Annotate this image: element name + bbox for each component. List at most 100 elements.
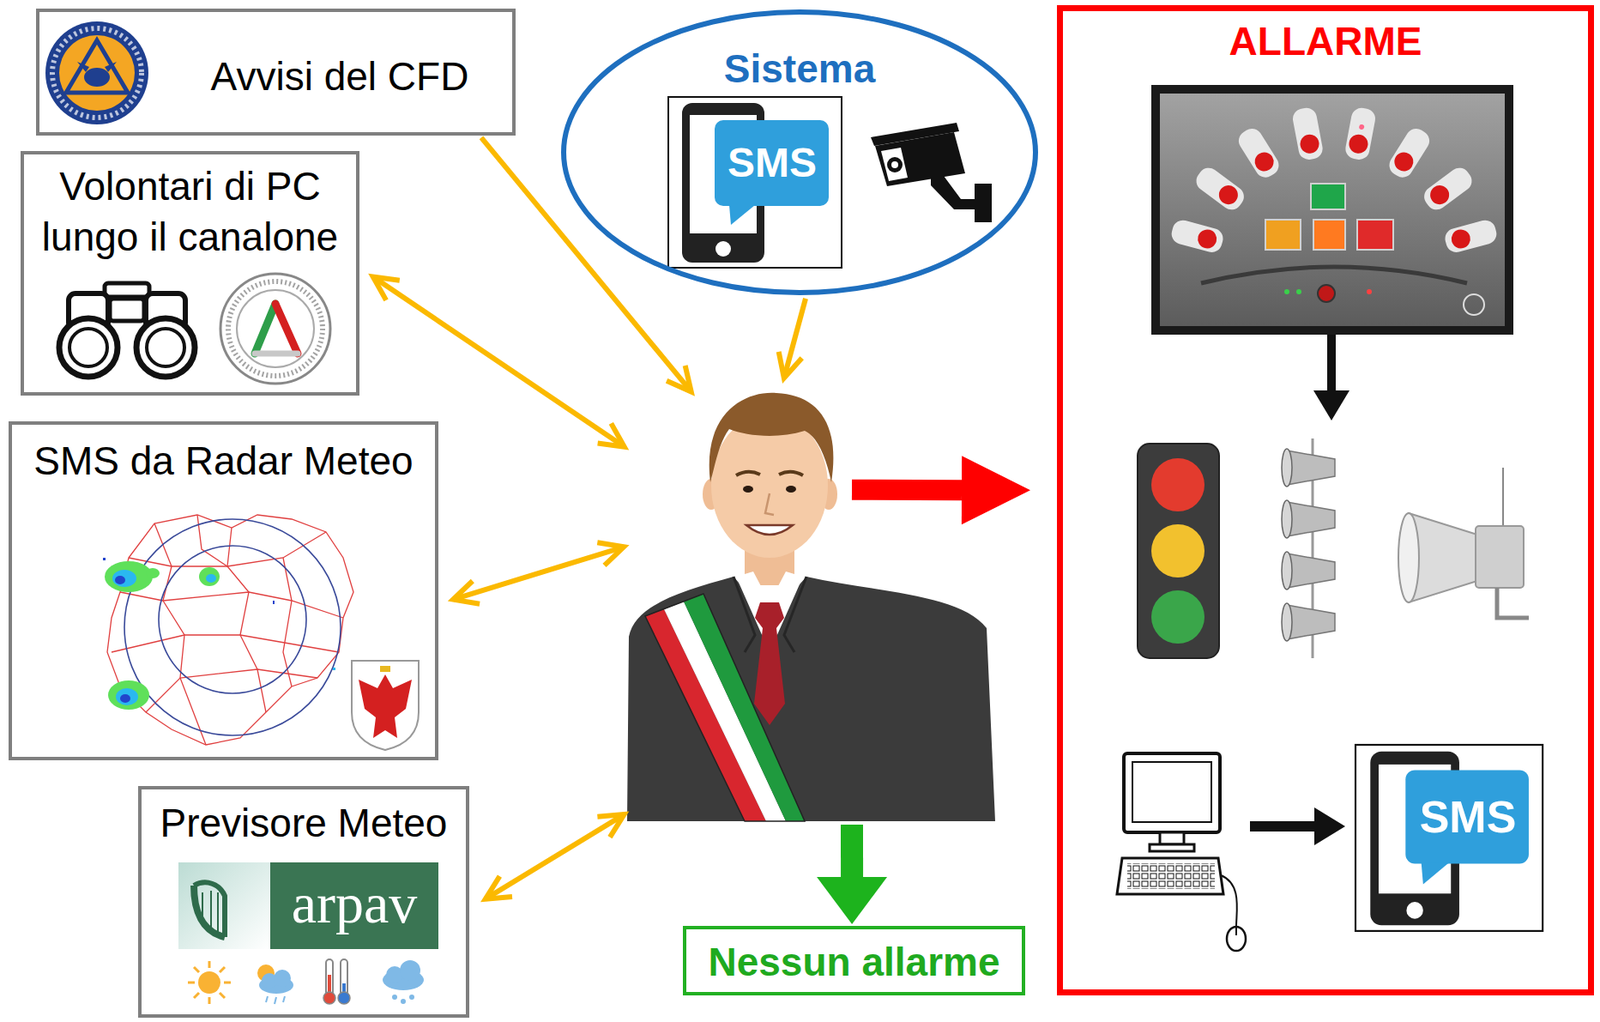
alarm-control-panel (1291, 106, 1325, 162)
camera-icon (930, 175, 979, 210)
ellipse-outline (560, 8, 1039, 296)
siren-stack (1286, 450, 1335, 485)
weather-icons (187, 960, 231, 1004)
civil-protection-logo (45, 21, 149, 125)
mayor-figure (645, 593, 805, 822)
right-arrow (1249, 821, 1317, 832)
weather-icons (198, 971, 221, 994)
alarm-control-panel (1201, 266, 1468, 284)
alarm-control-panel (1298, 132, 1322, 156)
mayor-node (627, 392, 852, 822)
alarm-control-panel (1192, 163, 1249, 214)
radar-map (120, 591, 344, 618)
node-text: Nessun allarme (688, 940, 1021, 985)
alarm-control-panel (1250, 148, 1277, 175)
mayor-figure (746, 525, 793, 535)
weather-icons (338, 991, 351, 1004)
siren-stack (1281, 551, 1335, 590)
alarm-control-panel (1265, 219, 1301, 250)
radar-map (171, 531, 327, 567)
mayor-figure (733, 576, 807, 653)
alarm-control-panel (1159, 93, 1505, 327)
phone-sms-icon (1405, 769, 1529, 864)
icon-text: SMS (727, 142, 817, 184)
traffic-light (1137, 443, 1220, 659)
alarm-control-panel (1366, 289, 1372, 295)
weather-icons (273, 969, 291, 987)
volunteer-logo (275, 303, 298, 354)
radar-map (283, 557, 292, 687)
siren-stack (1281, 603, 1335, 641)
alarm-control-panel (1443, 217, 1499, 255)
binoculars-icon (109, 298, 145, 321)
node-text: Previsore Meteo (143, 801, 465, 846)
node-text: Volontari di PC lungo il canalone (29, 161, 351, 263)
arpav-logo (178, 862, 439, 949)
camera-icon (887, 156, 903, 173)
flow-arrow (485, 814, 625, 900)
binoculars-icon (69, 328, 108, 367)
radar-range-rings (158, 545, 307, 694)
computer-icon (1127, 863, 1215, 889)
weather-icons (400, 998, 406, 1004)
weather-icons (283, 996, 285, 1003)
computer-icon (1235, 926, 1238, 936)
radar-map (227, 527, 266, 713)
phone-sms-icon (1355, 744, 1543, 931)
megaphone (1497, 587, 1529, 618)
radar-map (107, 514, 354, 745)
mayor-figure (627, 576, 996, 822)
phone-sms-icon (715, 241, 731, 257)
phone-sms-icon (668, 96, 842, 268)
alarm-control-panel (1463, 294, 1485, 315)
radar-echoes (145, 567, 160, 579)
weather-icons (274, 996, 277, 1004)
megaphone (1475, 525, 1524, 588)
traffic-light (1137, 443, 1220, 659)
alarm-control-panel (1296, 289, 1302, 295)
phone-sms-icon (729, 205, 755, 225)
alarm-control-panel (1385, 124, 1434, 182)
ellipse-outline (563, 12, 1036, 293)
mayor-figure (742, 485, 754, 493)
flow-arrow (851, 479, 962, 501)
right-arrow (1314, 807, 1346, 846)
alarm-control-panel (1347, 132, 1371, 156)
computer-icon (1116, 753, 1246, 951)
camera-icon (875, 132, 966, 187)
radar-echoes (120, 694, 131, 703)
weather-icons (399, 960, 421, 981)
computer-icon (1226, 926, 1246, 951)
megaphone (1398, 513, 1419, 603)
alarm-control-panel (1343, 106, 1377, 162)
megaphone (1502, 467, 1504, 528)
volunteer-logo (254, 303, 276, 354)
source-box: SMS da Radar Meteo (8, 421, 439, 761)
down-arrow (1313, 390, 1350, 421)
civil-protection-logo (45, 21, 149, 125)
node-text: SMS da Radar Meteo (15, 439, 432, 484)
radar-echoes (104, 561, 153, 592)
camera-icon (870, 122, 992, 223)
mayor-figure (754, 602, 785, 725)
volunteer-logo (220, 273, 331, 384)
siren-stack (1281, 448, 1293, 487)
computer-icon (1159, 832, 1184, 845)
system-ellipse: Sistema (560, 8, 1039, 296)
computer-icon (1220, 875, 1238, 927)
alarm-control-panel (1151, 84, 1514, 335)
siren-stack (1281, 551, 1293, 590)
alarm-control-panel (1313, 219, 1346, 250)
alarm-panel-box: ALLARME (1056, 5, 1594, 996)
alarm-control-panel (1284, 289, 1290, 295)
radar-map (197, 514, 228, 567)
civil-protection-logo (66, 40, 128, 93)
alarm-control-panel (1195, 227, 1220, 251)
radar-echoes (108, 680, 150, 710)
camera-icon (881, 147, 908, 182)
volunteer-logo (220, 273, 331, 384)
computer-icon (1116, 857, 1224, 894)
radar-echoes (272, 600, 275, 604)
